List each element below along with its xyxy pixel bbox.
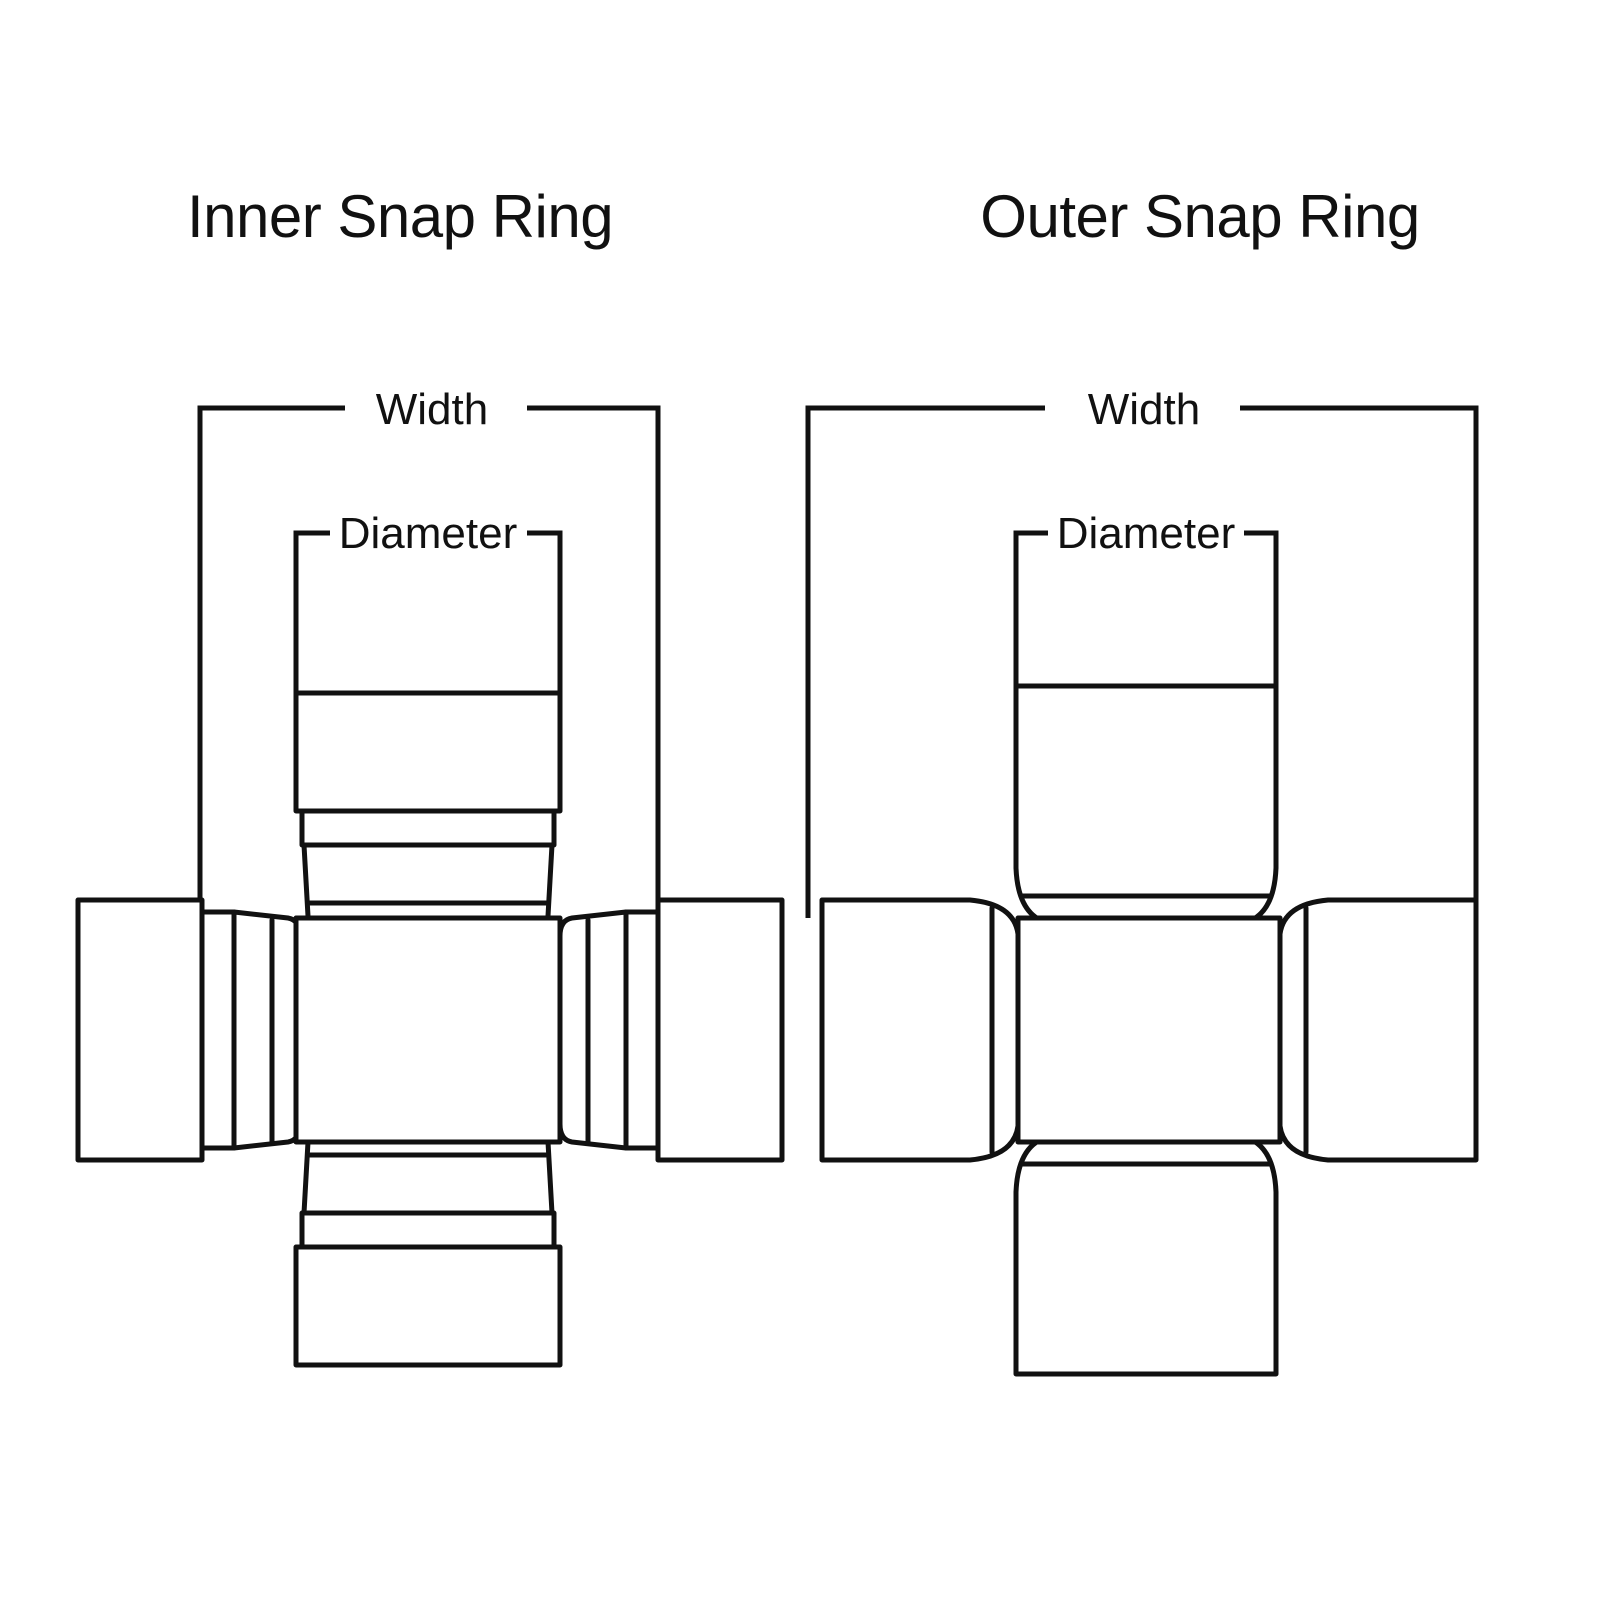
width-dim-right-leader <box>527 405 661 918</box>
bottom-bearing-cap <box>1013 1133 1279 1377</box>
diameter-dim-right-leader <box>527 530 563 693</box>
width-dim-left-leader <box>197 405 345 918</box>
outer-snap-ring-drawing: Width Diameter <box>805 385 1479 1377</box>
right-cap-assembly-inner <box>557 897 785 1163</box>
panel-outer-snap-ring: Outer Snap Ring Width Diameter <box>800 0 1600 1600</box>
diameter-dimension-outer: Diameter <box>1013 509 1279 686</box>
right-bearing-cap <box>1277 897 1479 1163</box>
u-joint-cross-inner <box>75 690 785 1368</box>
left-snap-ring-band <box>199 909 237 1151</box>
diameter-dim-left-leader <box>1013 530 1048 686</box>
left-cap-assembly-inner <box>75 897 303 1163</box>
center-cross-body <box>1015 915 1283 1145</box>
diameter-dim-left-leader <box>293 530 330 693</box>
width-dimension-inner: Width <box>197 385 661 918</box>
right-cap-assembly-outer <box>1277 897 1479 1163</box>
top-bearing-cap <box>293 690 563 814</box>
diameter-dim-right-leader <box>1244 530 1279 686</box>
panel-inner-snap-ring: Inner Snap Ring Width Diameter <box>75 183 785 1368</box>
width-dimension-outer: Width <box>805 385 1479 918</box>
diameter-dimension-inner: Diameter <box>293 509 563 693</box>
top-bearing-cap <box>1013 683 1279 927</box>
center-cross-body <box>293 915 563 1145</box>
left-bearing-cap <box>819 897 1021 1163</box>
top-cap-assembly-outer <box>1013 683 1279 927</box>
diameter-dimension-label: Diameter <box>1057 509 1236 558</box>
bottom-cap-assembly-inner <box>293 1124 563 1368</box>
width-dimension-label: Width <box>1088 385 1200 434</box>
top-cap-assembly-inner <box>293 690 563 934</box>
bottom-snap-ring-band <box>299 1210 557 1250</box>
left-cap-assembly-outer <box>819 897 1021 1163</box>
diameter-dimension-label: Diameter <box>339 509 518 558</box>
width-dim-left-leader <box>805 405 1045 918</box>
u-joint-cross-outer <box>819 683 1479 1377</box>
top-snap-ring-band <box>299 808 557 848</box>
left-bearing-cap <box>75 897 205 1163</box>
width-dimension-label: Width <box>376 385 488 434</box>
width-dim-right-leader <box>1240 405 1479 918</box>
right-bearing-cap <box>655 897 785 1163</box>
bottom-bearing-cap <box>293 1244 563 1368</box>
left-trunnion <box>231 909 303 1151</box>
right-trunnion <box>557 909 629 1151</box>
right-snap-ring-band <box>623 909 661 1151</box>
bottom-cap-assembly-outer <box>1013 1133 1279 1377</box>
inner-snap-ring-drawing: Width Diameter <box>75 385 785 1368</box>
panel-title-inner: Inner Snap Ring <box>186 183 614 250</box>
panel-title-outer: Outer Snap Ring <box>980 183 1420 250</box>
